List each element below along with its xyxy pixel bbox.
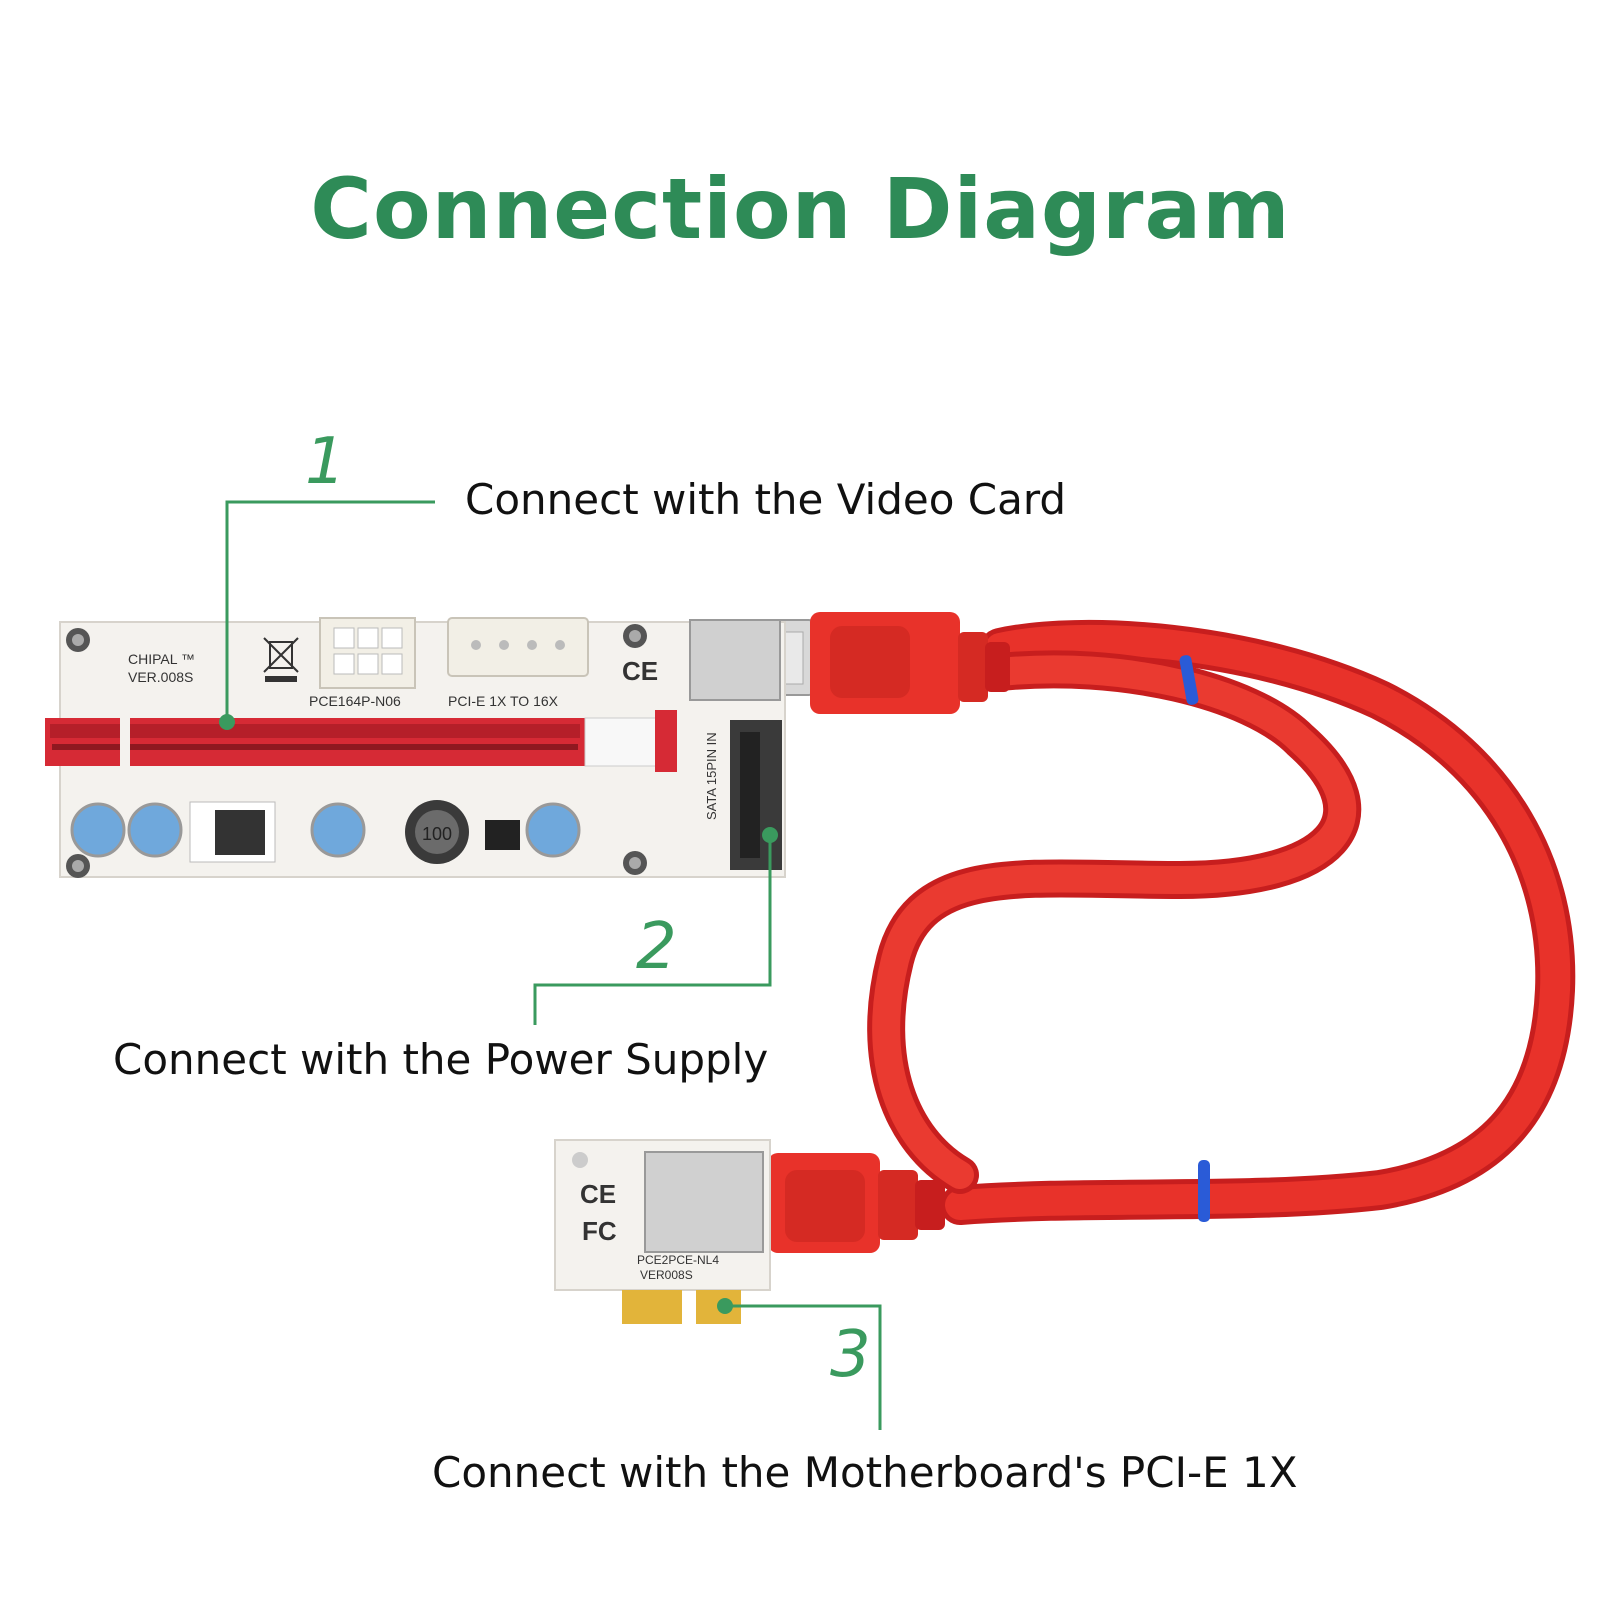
board-usb-socket — [689, 619, 781, 701]
callout-dot-3 — [717, 1298, 733, 1314]
callout-label-power-supply: Connect with the Power Supply — [113, 1035, 769, 1084]
callout-lines — [219, 500, 882, 1430]
adapter-usb-socket — [644, 1151, 764, 1253]
callout-line-1 — [225, 500, 435, 722]
fcc-mark-icon: FC — [582, 1216, 617, 1246]
pcie-x16-slot — [45, 710, 677, 772]
red-cable — [867, 619, 1576, 1225]
capacitors — [70, 802, 581, 858]
callout-number-2: 2 — [636, 910, 677, 984]
board-brand-text: CHIPAL ™ — [128, 651, 195, 667]
callout-number-3: 3 — [830, 1318, 871, 1392]
board-version-text: VER.008S — [128, 669, 193, 685]
weee-icon — [263, 637, 299, 682]
diagram-title: Connection Diagram — [310, 160, 1291, 258]
ic-chip — [485, 820, 520, 850]
callout-label-motherboard: Connect with the Motherboard's PCI-E 1X — [432, 1448, 1298, 1497]
voltage-regulator — [189, 801, 276, 863]
inductor: 100 — [405, 800, 469, 864]
molex-connector — [447, 617, 589, 677]
power-connector-6pin — [319, 617, 416, 689]
gold-fingers-left — [622, 1290, 682, 1324]
ce-mark-icon: CE — [622, 656, 658, 686]
callout-line-2 — [533, 835, 772, 1025]
power-model-text: PCE164P-N06 — [309, 693, 401, 709]
adapter-model-text: PCE2PCE-NL4 — [637, 1253, 719, 1267]
riser-board: CHIPAL ™ VER.008S PCE164P-N06 — [45, 617, 786, 878]
callout-line-3 — [725, 1304, 882, 1430]
sata-connector — [730, 720, 782, 870]
cable-band-upper — [1179, 655, 1199, 705]
callout-number-1: 1 — [305, 425, 346, 499]
inductor-text: 100 — [422, 824, 452, 844]
adapter-ce-mark-icon: CE — [580, 1179, 616, 1209]
adapter-version-text: VER008S — [640, 1268, 693, 1282]
sata-label-text: SATA 15PIN IN — [704, 732, 719, 820]
slot-label-text: PCI-E 1X TO 16X — [448, 693, 559, 709]
pcie-1x-adapter: CE FC PCE2PCE-NL4 VER008S — [554, 1139, 771, 1324]
cable-band-lower — [1198, 1160, 1210, 1222]
callout-label-video-card: Connect with the Video Card — [465, 475, 1067, 524]
callout-dot-2 — [762, 827, 778, 843]
usb-plug-lower — [768, 1153, 945, 1253]
callout-dot-1 — [219, 714, 235, 730]
